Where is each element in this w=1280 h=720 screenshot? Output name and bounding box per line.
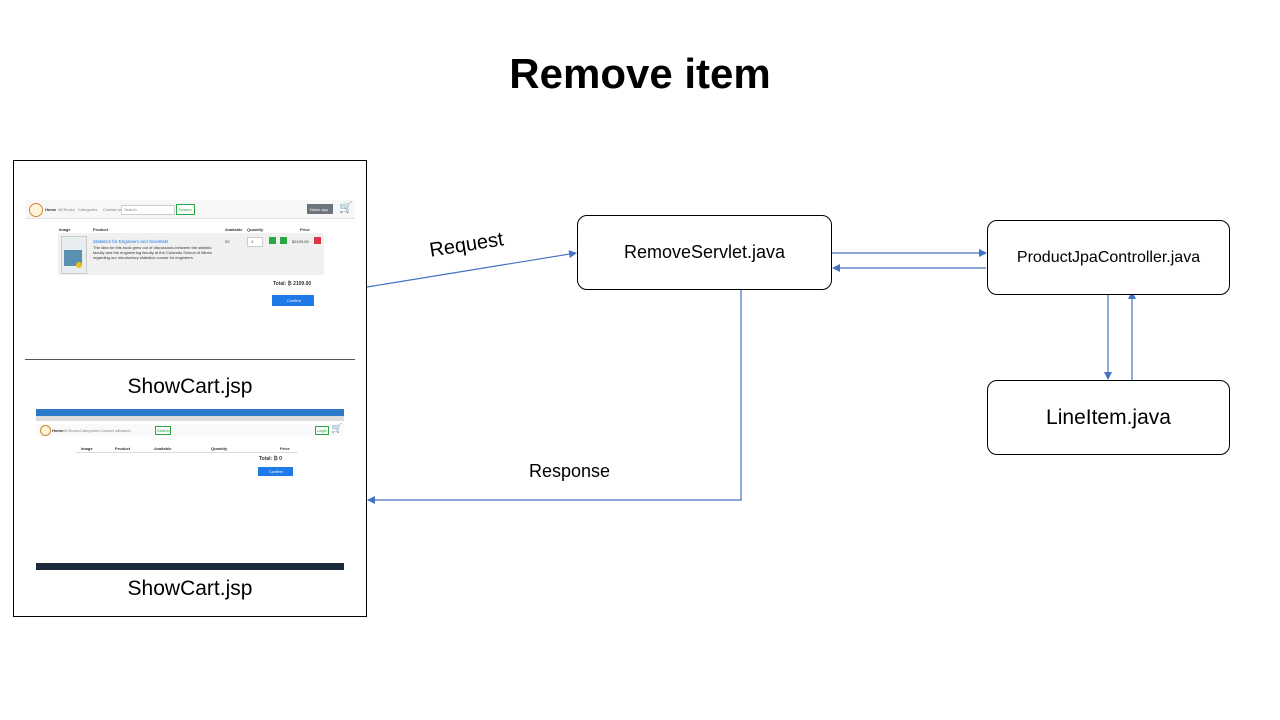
mini-search-button-label: Search	[179, 207, 192, 212]
mini2-col-image: Image	[81, 446, 93, 451]
product-jpa-controller-node: ProductJpaController.java	[987, 220, 1230, 295]
mini-increase-button	[269, 237, 276, 244]
mini-product-desc-1: The idea for this book grew out of discu…	[93, 245, 212, 250]
mini-confirm-button-before: Confirm	[272, 295, 314, 306]
mini2-nav-categories: Categories	[80, 428, 100, 433]
mini-col-price: Price	[300, 227, 310, 232]
request-arrow	[366, 250, 577, 288]
logo-icon	[29, 203, 43, 217]
mini2-nav-home: Home	[52, 428, 64, 433]
cart-icon: 🛒	[339, 202, 353, 214]
mini-nav-contact: Contact us	[103, 207, 123, 212]
mini-user-button-label: Nohic app	[310, 207, 329, 212]
mini2-search-button-label: Search	[157, 428, 170, 433]
response-arrow	[367, 290, 742, 504]
mini2-col-quantity: Quantity	[211, 446, 228, 451]
product-jpa-controller-label: ProductJpaController.java	[1016, 248, 1201, 266]
mini-quantity-input: 1	[247, 237, 263, 247]
mini-quantity-value: 1	[251, 239, 254, 244]
mini-col-quantity: Quantity	[247, 227, 264, 232]
mini2-col-available: Available	[154, 446, 172, 451]
remove-servlet-label: RemoveServlet.java	[623, 242, 786, 262]
mini-navbar-after	[36, 424, 344, 436]
response-label: Response	[529, 461, 611, 481]
mini-remove-button	[314, 237, 321, 244]
mini-available: 20	[225, 239, 230, 244]
mini2-login-button: Login	[315, 426, 329, 435]
logo-icon-after	[40, 425, 51, 436]
mini-product-title: Statistics for Engineers and Scientists	[93, 239, 169, 244]
mini-nav-all-books: All Books	[58, 207, 75, 212]
mini-total-after: Total: ₿ 0	[259, 456, 282, 462]
mini2-search-placeholder: Search	[118, 428, 131, 433]
remove-servlet-node: RemoveServlet.java	[577, 215, 832, 290]
mini-col-available: Available	[225, 227, 243, 232]
mini-confirm-button-after: Confirm	[258, 467, 293, 476]
panel-divider	[25, 359, 355, 360]
book-badge-icon	[76, 262, 82, 268]
mini-col-image: Image	[59, 227, 71, 232]
mini-price: $2109.00	[292, 239, 309, 244]
mini-windows-taskbar	[36, 563, 344, 570]
mini-search-input: Search	[121, 205, 175, 215]
mini2-nav-all-books: All Books	[63, 428, 80, 433]
mini2-header-rule	[76, 452, 298, 453]
mini-search-button: Search	[176, 204, 195, 215]
mini-decrease-button	[280, 237, 287, 244]
mini-product-desc-2: faculty and the engineering faculty at t…	[93, 250, 212, 255]
line-item-node: LineItem.java	[987, 380, 1230, 455]
mini-search-placeholder: Search	[124, 207, 137, 212]
mini-browser-titlebar	[36, 409, 344, 416]
mini-confirm-label-after: Confirm	[269, 469, 284, 474]
mini-nav-categories: Categories	[78, 207, 98, 212]
mini-col-product: Product	[93, 227, 109, 232]
showcart-caption-top: ShowCart.jsp	[127, 375, 253, 398]
mini2-col-price: Price	[280, 446, 290, 451]
line-item-label: LineItem.java	[1046, 405, 1171, 429]
showcart-caption-bottom: ShowCart.jsp	[127, 577, 253, 600]
mini-product-desc-3: regarding our introductory statistics co…	[93, 255, 194, 260]
mini-total-before: Total: ₿ 2109.00	[273, 281, 312, 287]
cart-icon-after: 🛒	[331, 423, 343, 433]
mini-confirm-label-before: Confirm	[287, 298, 302, 303]
mini-nav-home: Home	[45, 207, 57, 212]
mini2-nav-contact: Contact us	[100, 428, 120, 433]
diagram-title: Remove item	[509, 50, 771, 97]
mini2-search-button: Search	[155, 426, 171, 435]
mini-cart-row	[58, 233, 324, 275]
mini-user-button: Nohic app	[307, 204, 333, 214]
mini2-login-button-label: Login	[317, 428, 327, 433]
mini-browser-tabbar	[36, 416, 344, 421]
mini2-col-product: Product	[115, 446, 131, 451]
